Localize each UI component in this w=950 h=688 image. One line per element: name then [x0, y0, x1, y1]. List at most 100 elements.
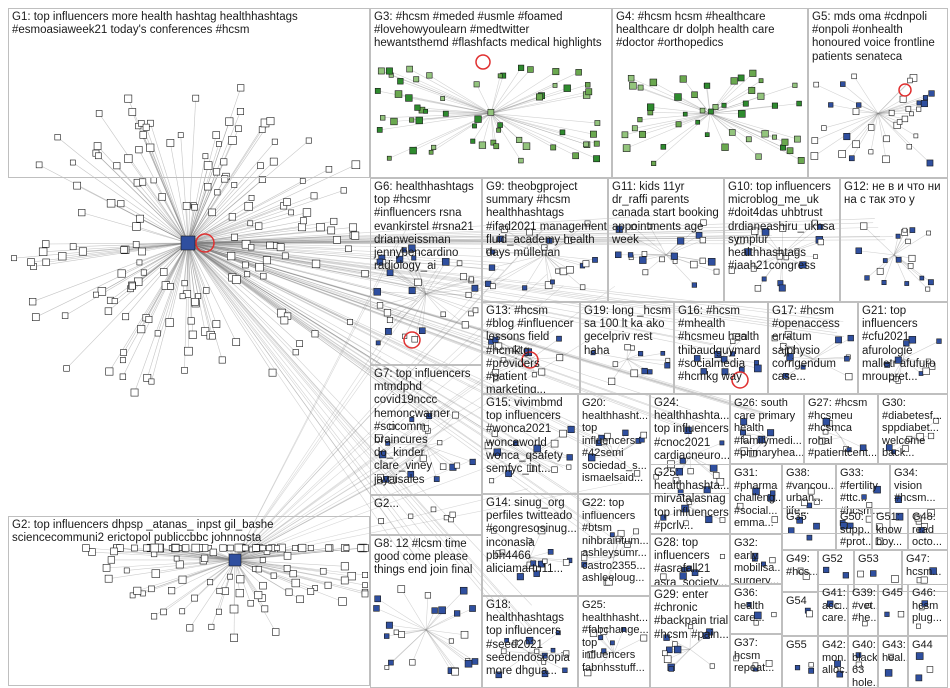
node-g1[interactable] [42, 240, 50, 248]
node-group[interactable] [491, 528, 497, 534]
node-group[interactable] [566, 454, 573, 461]
node-group[interactable] [679, 457, 686, 464]
node-group[interactable] [894, 356, 902, 364]
node-group[interactable] [903, 340, 910, 347]
node-group[interactable] [414, 104, 421, 111]
node-group[interactable] [868, 124, 875, 131]
node-g1[interactable] [93, 291, 99, 298]
node-group[interactable] [823, 566, 830, 574]
node-group[interactable] [728, 129, 736, 136]
node-g2[interactable] [129, 592, 136, 599]
node-group[interactable] [538, 368, 546, 376]
node-group[interactable] [459, 273, 467, 281]
node-group[interactable] [470, 138, 476, 144]
node-group[interactable] [512, 639, 518, 646]
node-g2[interactable] [219, 544, 227, 552]
node-group[interactable] [505, 470, 512, 477]
node-group[interactable] [497, 235, 504, 243]
node-group[interactable] [846, 447, 852, 453]
group-panel-g39[interactable]: G39: #vet... #he... [848, 584, 878, 636]
node-g1[interactable] [158, 193, 166, 201]
node-group[interactable] [639, 256, 647, 264]
node-group[interactable] [491, 430, 498, 437]
node-g2[interactable] [270, 572, 277, 579]
node-group[interactable] [683, 520, 689, 526]
node-group[interactable] [915, 652, 924, 660]
node-group[interactable] [605, 578, 613, 586]
node-group[interactable] [542, 558, 548, 564]
node-g1[interactable] [288, 209, 294, 216]
node-group[interactable] [564, 236, 572, 244]
group-panel-g51[interactable]: G51: know boy... [872, 508, 908, 550]
node-g1[interactable] [311, 330, 319, 338]
node-group[interactable] [838, 150, 846, 158]
node-group[interactable] [468, 276, 474, 282]
node-group[interactable] [376, 127, 383, 133]
node-g1[interactable] [188, 330, 197, 339]
node-group[interactable] [493, 448, 502, 456]
node-g2[interactable] [235, 589, 244, 598]
node-group[interactable] [426, 72, 433, 79]
node-g1[interactable] [119, 373, 127, 380]
node-g2[interactable] [362, 582, 368, 588]
node-g2[interactable] [227, 544, 234, 552]
node-g1[interactable] [330, 217, 338, 225]
node-g1[interactable] [244, 202, 253, 211]
node-group[interactable] [909, 111, 914, 117]
node-g2[interactable] [357, 544, 365, 552]
node-group[interactable] [817, 224, 824, 230]
node-group[interactable] [781, 138, 789, 146]
node-g2[interactable] [179, 608, 186, 615]
node-group[interactable] [918, 527, 925, 534]
node-group[interactable] [641, 367, 648, 375]
node-g1[interactable] [225, 117, 234, 126]
node-group[interactable] [857, 570, 864, 578]
node-group[interactable] [782, 373, 789, 379]
node-group[interactable] [601, 648, 607, 654]
group-panel-g47[interactable]: G47: hcsm... [902, 550, 948, 592]
node-group[interactable] [750, 265, 757, 272]
node-group[interactable] [423, 108, 429, 114]
node-g1[interactable] [78, 209, 86, 217]
node-group[interactable] [741, 334, 747, 340]
node-group[interactable] [808, 662, 814, 668]
node-group[interactable] [516, 573, 524, 581]
node-group[interactable] [388, 659, 394, 666]
node-group[interactable] [637, 84, 644, 91]
node-g1[interactable] [316, 223, 325, 232]
node-g1[interactable] [61, 312, 69, 319]
group-panel-g2[interactable]: G2: top influencers dhpsp _atanas_ inpst… [8, 516, 370, 686]
node-g1[interactable] [212, 131, 220, 139]
node-g1[interactable] [231, 182, 238, 188]
node-group[interactable] [563, 84, 571, 92]
node-group[interactable] [641, 251, 648, 257]
node-g1[interactable] [271, 138, 278, 145]
node-g1[interactable] [130, 388, 139, 397]
node-group[interactable] [601, 438, 608, 446]
node-group[interactable] [691, 282, 697, 288]
node-group[interactable] [593, 155, 601, 163]
node-group[interactable] [730, 338, 736, 344]
node-group[interactable] [797, 567, 804, 574]
node-group[interactable] [500, 648, 507, 655]
node-g1[interactable] [260, 272, 267, 280]
node-group[interactable] [465, 291, 472, 298]
node-group[interactable] [411, 255, 417, 261]
node-group[interactable] [384, 665, 390, 670]
node-group[interactable] [753, 620, 759, 626]
node-group[interactable] [526, 538, 532, 544]
node-group[interactable] [695, 232, 703, 239]
node-group[interactable] [668, 666, 674, 672]
node-group[interactable] [852, 108, 860, 116]
node-group[interactable] [386, 269, 394, 277]
node-group[interactable] [813, 81, 819, 88]
node-group[interactable] [922, 367, 930, 375]
node-group[interactable] [757, 435, 766, 444]
node-group[interactable] [859, 444, 867, 452]
node-group[interactable] [870, 570, 877, 577]
node-group[interactable] [916, 623, 921, 629]
node-group[interactable] [442, 110, 449, 117]
node-g1[interactable] [228, 213, 236, 221]
node-group[interactable] [772, 134, 777, 140]
node-group[interactable] [431, 607, 438, 614]
